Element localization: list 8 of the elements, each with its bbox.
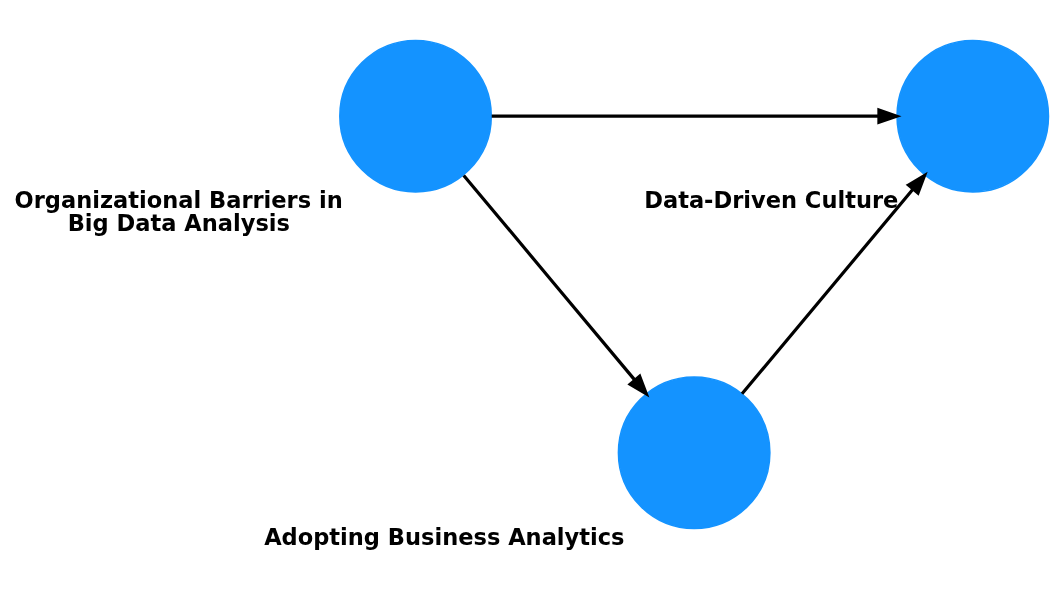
- node-label: Adopting Business Analytics: [264, 523, 625, 550]
- arrow: [740, 171, 928, 395]
- node-label: Organizational Barriers in Big Data Analysis: [14, 187, 343, 236]
- node-circle: [339, 39, 493, 193]
- arrow: [491, 107, 902, 125]
- node-label: Data-Driven Culture: [644, 187, 899, 214]
- arrow: [462, 174, 650, 398]
- node-circle: [896, 39, 1050, 193]
